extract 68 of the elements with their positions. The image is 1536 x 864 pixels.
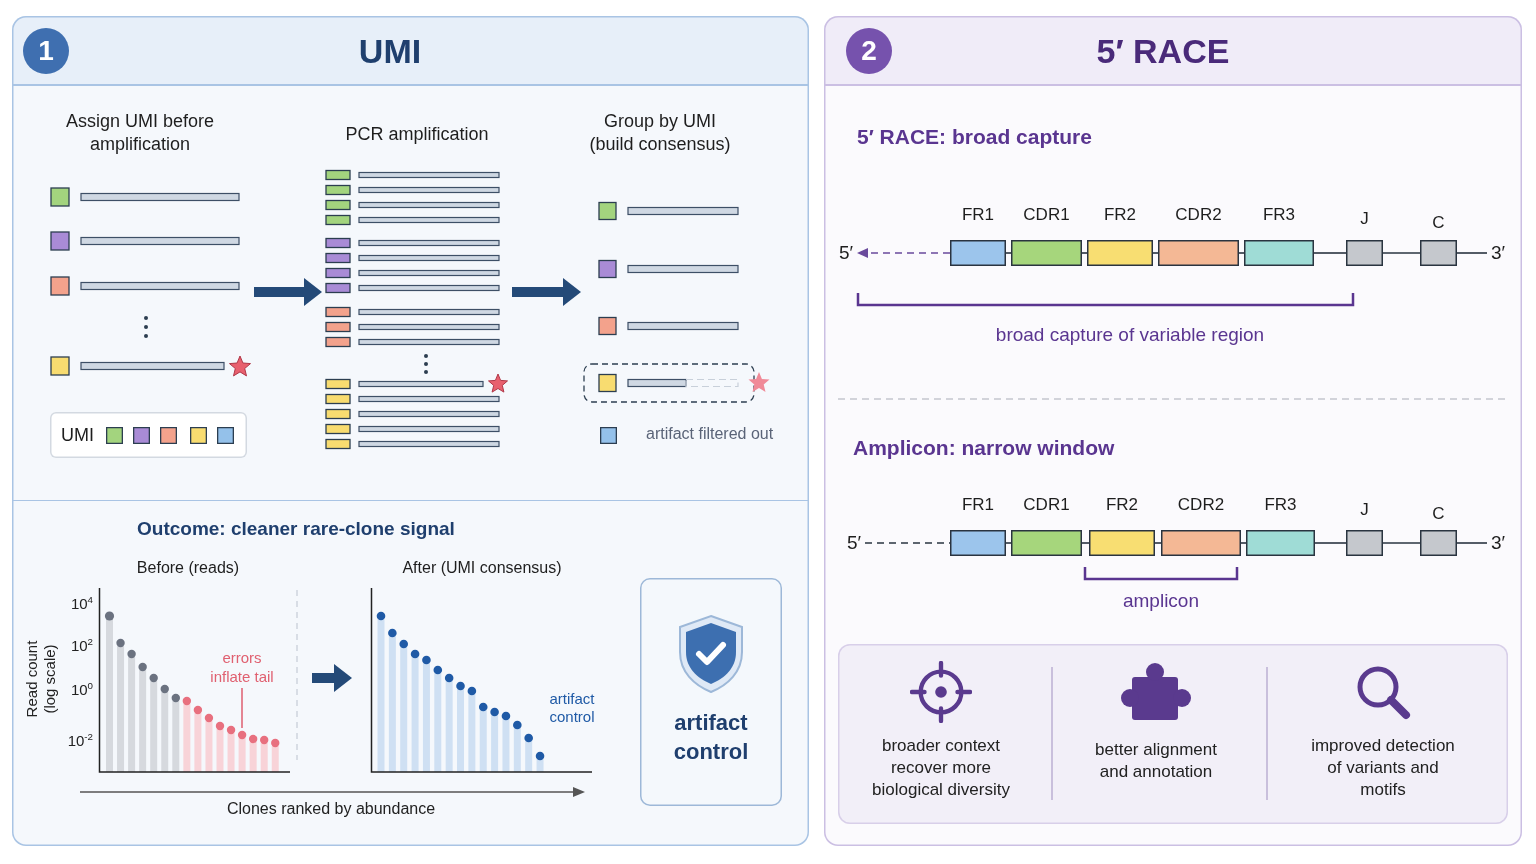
connector-line xyxy=(1238,252,1245,254)
step-heading: PCR amplification xyxy=(344,123,490,146)
umi-key-box xyxy=(50,412,247,458)
chart-title: After (UMI consensus) xyxy=(401,558,563,578)
arrow xyxy=(856,248,951,258)
chart-title: Before (reads) xyxy=(135,558,241,578)
segment-label: FR3 xyxy=(1263,495,1298,515)
axis-label: Clones ranked by abundance xyxy=(225,799,437,818)
connector-line xyxy=(1081,542,1090,544)
connector-line xyxy=(1152,252,1159,254)
segment-label: FR3 xyxy=(1261,205,1297,225)
panel-title: 5′ RACE xyxy=(1095,31,1231,71)
segment-label: CDR2 xyxy=(1174,205,1223,225)
benefit-text: better alignment and annotation xyxy=(1094,739,1218,783)
section-panel xyxy=(12,16,809,846)
card-text: artifact control xyxy=(672,709,750,766)
bracket-label: broad capture of variable region xyxy=(994,323,1266,346)
step-heading: Group by UMI (build consensus) xyxy=(588,110,732,156)
segment-label: FR1 xyxy=(960,495,996,515)
benefit-text: improved detection of variants and motifs xyxy=(1310,735,1456,801)
axis-tick-label: 10$^{4}$ xyxy=(69,595,93,613)
segment-label: FR1 xyxy=(960,205,996,225)
panel-title: UMI xyxy=(357,31,423,71)
block-arrow xyxy=(254,278,322,306)
segment-label: J xyxy=(1359,209,1370,229)
connector-line xyxy=(1382,252,1421,254)
segment-label: J xyxy=(1359,500,1370,520)
summary-card xyxy=(640,578,782,806)
benefit-text: broader context recover more biological diversity xyxy=(871,735,1011,801)
segment-label: FR2 xyxy=(1104,495,1140,515)
connector-line xyxy=(864,542,951,544)
number-badge: 1 xyxy=(23,28,69,74)
section-heading: Outcome: cleaner rare-clone signal xyxy=(137,517,455,540)
axis-tick-label: 10$^{0}$ xyxy=(69,681,93,699)
connector-line xyxy=(1313,252,1347,254)
annotation-text: artifact filtered out xyxy=(646,424,774,443)
benefits-panel xyxy=(838,644,1508,824)
connector-line xyxy=(1382,542,1421,544)
umi-key-label: UMI xyxy=(61,424,94,447)
connector-line xyxy=(1314,542,1347,544)
axis-label: Read count (log scale) xyxy=(23,639,59,720)
segment-label: C xyxy=(1431,213,1446,233)
connector-line xyxy=(1081,252,1088,254)
strand-end-label: 3′ xyxy=(1487,241,1509,265)
axis-tick-label: 10$^{-2}$ xyxy=(66,732,93,750)
axis-tick-label: 10$^{2}$ xyxy=(69,637,93,655)
connector-line xyxy=(1456,252,1488,254)
block-arrow xyxy=(512,278,581,306)
step-heading: Assign UMI before amplification xyxy=(64,110,216,156)
segment-label: CDR1 xyxy=(1022,205,1071,225)
connector-line xyxy=(1154,542,1162,544)
section-heading: 5′ RACE: broad capture xyxy=(857,124,1092,149)
segment-label: C xyxy=(1431,504,1446,524)
connector-line xyxy=(1005,252,1012,254)
segment-label: CDR1 xyxy=(1022,495,1071,515)
section-panel xyxy=(824,16,1522,846)
strand-end-label: 5′ xyxy=(835,241,857,265)
segment-label: CDR2 xyxy=(1176,495,1226,515)
number-badge: 2 xyxy=(846,28,892,74)
strand-end-label: 5′ xyxy=(843,531,865,555)
section-heading: Amplicon: narrow window xyxy=(853,435,1115,460)
block-arrow xyxy=(312,664,352,692)
strand-end-label: 3′ xyxy=(1487,531,1509,555)
connector-line xyxy=(1456,542,1488,544)
connector-line xyxy=(1005,542,1012,544)
bracket-label: amplicon xyxy=(1121,589,1200,612)
segment-label: FR2 xyxy=(1102,205,1138,225)
connector-line xyxy=(1240,542,1247,544)
